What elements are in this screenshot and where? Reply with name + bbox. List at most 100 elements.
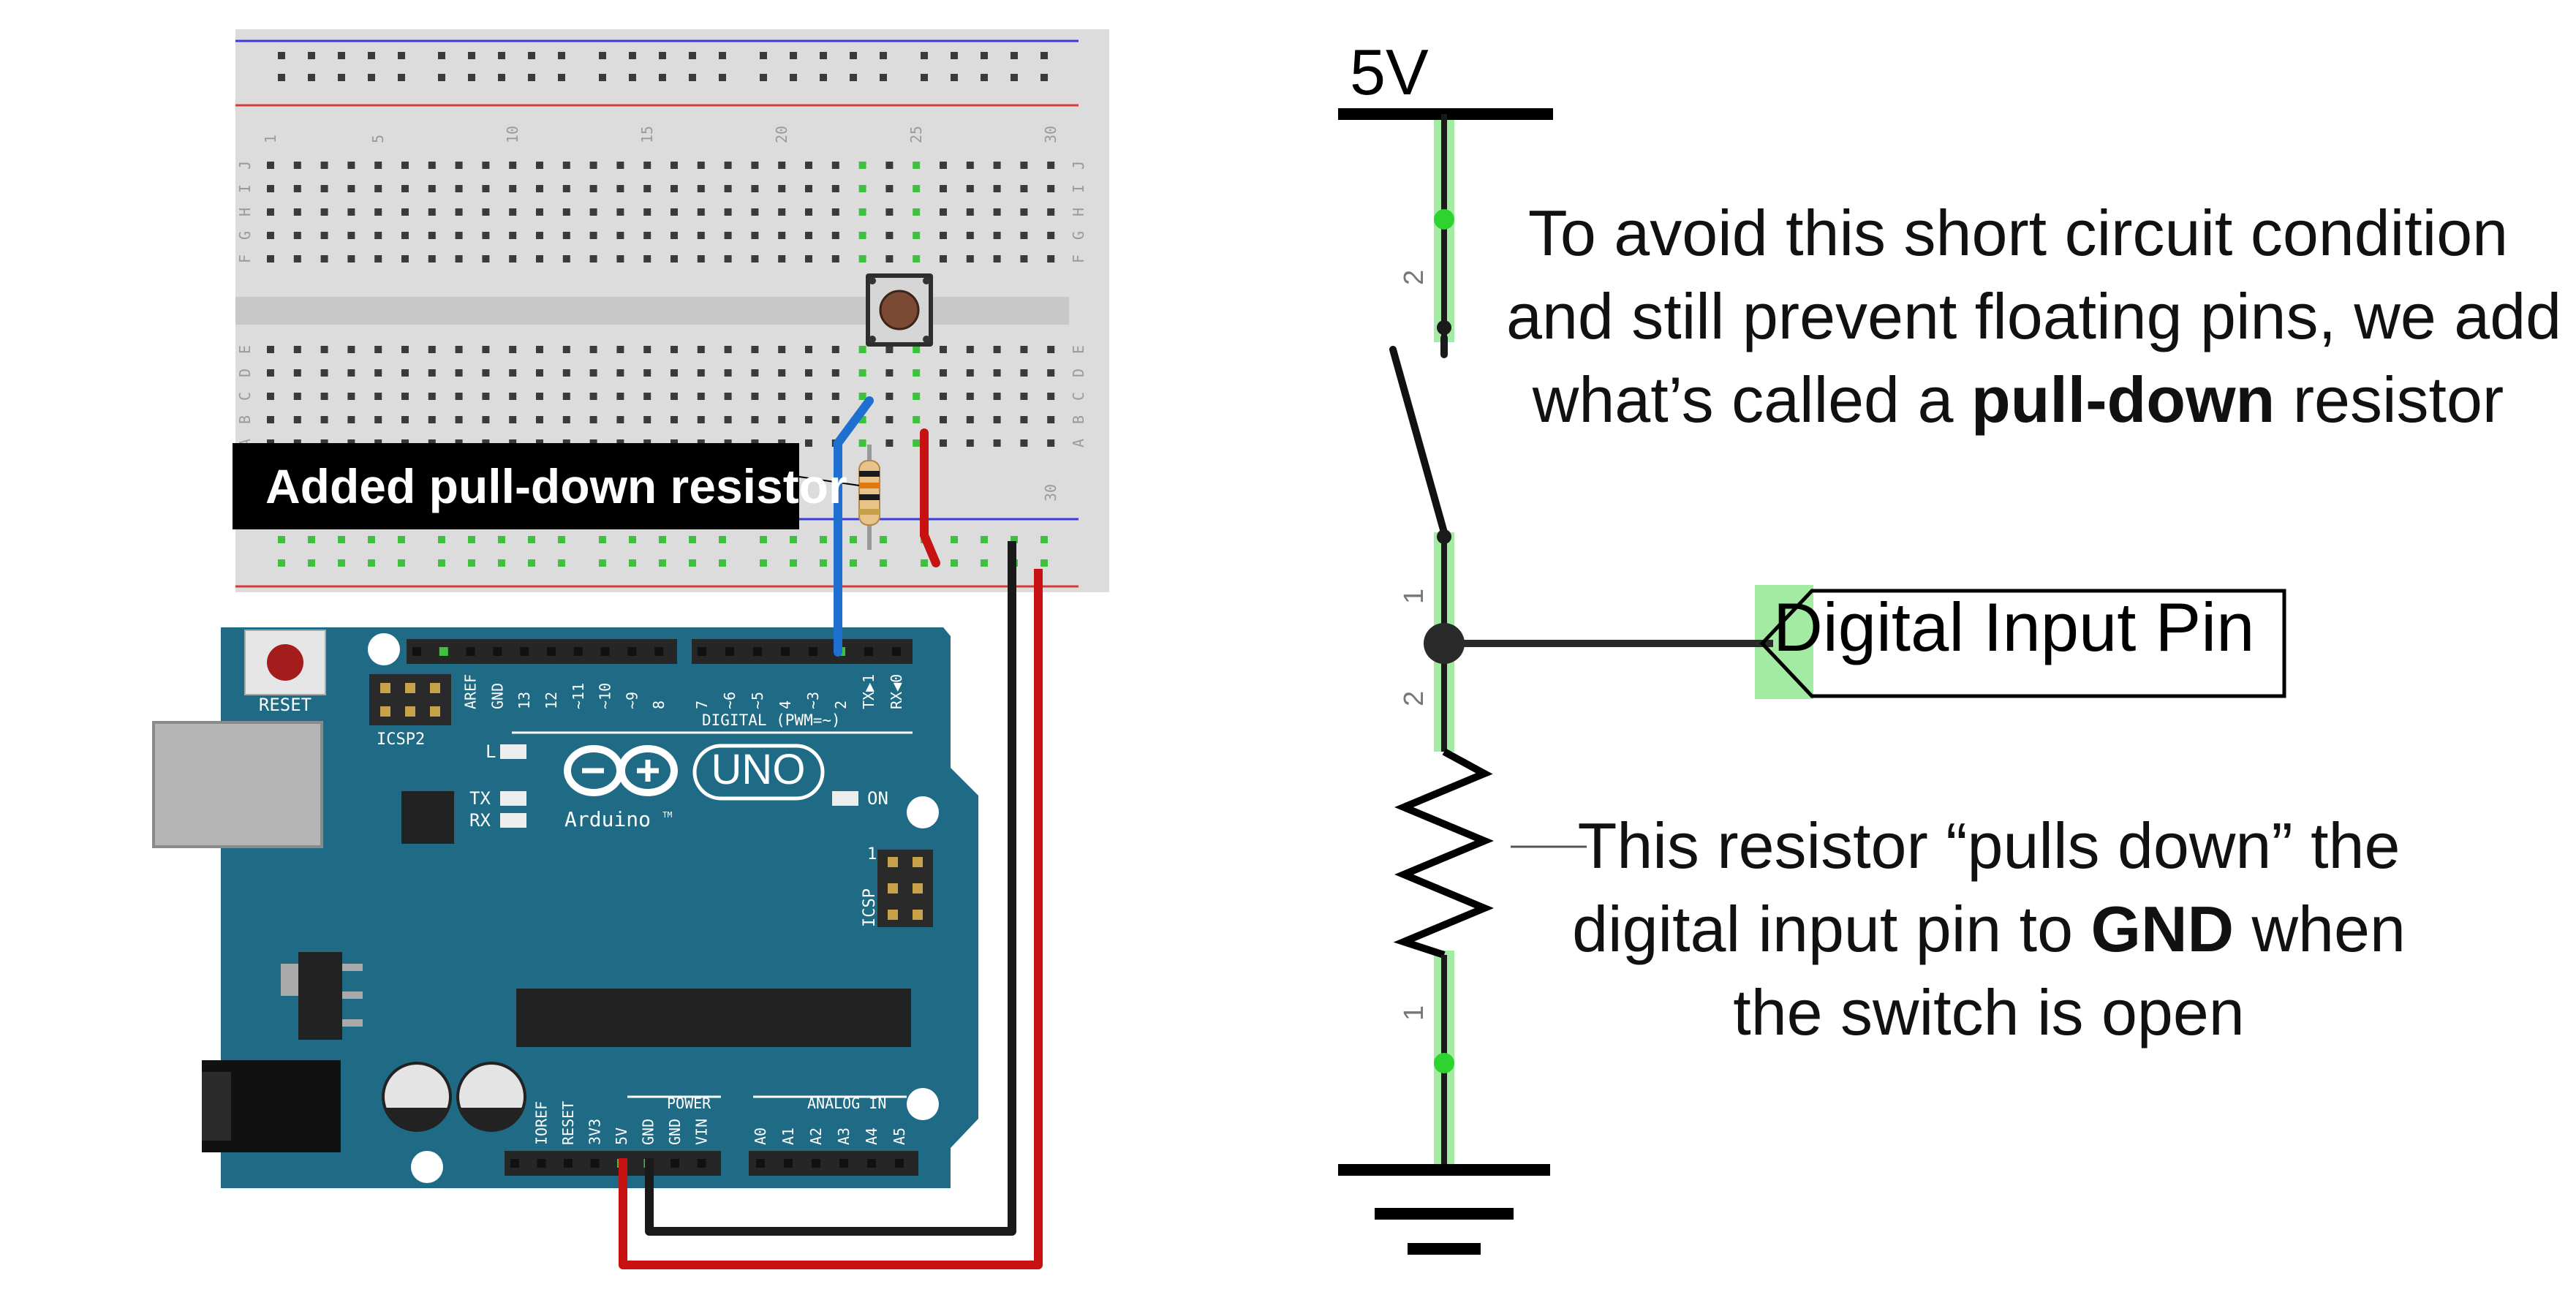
breadboard-hole [760, 536, 767, 543]
header-pin-label: 13 [515, 692, 533, 709]
breadboard-row-letter: C [1070, 392, 1087, 401]
breadboard-hole [951, 536, 958, 543]
breadboard-hole [629, 559, 636, 567]
breadboard-hole [509, 255, 517, 262]
breadboard-hole [278, 559, 285, 567]
header-pin-label: 12 [543, 692, 560, 709]
breadboard-hole [1047, 232, 1055, 239]
arduino-logo [564, 745, 678, 796]
breadboard-hole [438, 74, 445, 81]
breadboard-hole [966, 232, 974, 239]
breadboard-hole [1020, 232, 1028, 239]
breadboard-hole [913, 416, 921, 423]
breadboard-hole [558, 74, 565, 81]
header-pin [564, 1159, 573, 1168]
power-pin-label: IOREF [533, 1101, 551, 1145]
explanation-top-line3: what’s called a pull-down resistor [1506, 358, 2530, 442]
breadboard-hole [1040, 74, 1048, 81]
breadboard-hole [528, 52, 535, 59]
explanation-bottom-line1: This resistor “pulls down” the [1577, 809, 2401, 882]
node-dot [1434, 209, 1454, 230]
breadboard-hole [913, 439, 921, 447]
breadboard-hole [724, 185, 732, 192]
breadboard-hole [267, 346, 274, 353]
breadboard-hole [401, 369, 409, 377]
header-pin [697, 1159, 706, 1168]
breadboard-hole [940, 185, 947, 192]
breadboard-hole [643, 393, 651, 400]
breadboard-hole [805, 393, 812, 400]
breadboard-hole [913, 369, 921, 377]
reset-button [244, 630, 326, 695]
breadboard-hole [482, 185, 490, 192]
breadboard-labels: 15101520253030JJIIHHGGFFEEDDCCBBAA [236, 126, 1087, 502]
breadboard-hole [278, 52, 285, 59]
breadboard-hole [1047, 393, 1055, 400]
wire-red-5v [619, 569, 1043, 1269]
breadboard-hole [320, 162, 328, 169]
breadboard-hole [293, 208, 301, 216]
breadboard-hole [616, 208, 624, 216]
breadboard-hole [509, 232, 517, 239]
breadboard-hole [1020, 255, 1028, 262]
breadboard-hole [589, 416, 597, 423]
breadboard-hole [820, 74, 827, 81]
breadboard-hole [267, 255, 274, 262]
breadboard-hole [536, 416, 543, 423]
breadboard-hole [308, 536, 315, 543]
icsp-label: ICSP [861, 888, 879, 927]
microcontroller [516, 989, 911, 1047]
breadboard-hole [558, 559, 565, 567]
breadboard-hole [428, 232, 436, 239]
breadboard-hole [880, 559, 887, 567]
breadboard-hole [689, 536, 696, 543]
breadboard-hole [401, 255, 409, 262]
breadboard-hole [468, 74, 475, 81]
breadboard-hole [482, 208, 490, 216]
breadboard-hole [940, 393, 947, 400]
breadboard-hole [993, 439, 1001, 447]
breadboard-hole [338, 52, 345, 59]
breadboard-hole [1047, 369, 1055, 377]
line2-prefix: digital input pin to [1572, 893, 2091, 965]
breadboard-hole [643, 208, 651, 216]
arduino-board [221, 627, 978, 1188]
breadboard-hole [697, 346, 705, 353]
breadboard-hole [981, 559, 988, 567]
breadboard-hole [966, 162, 974, 169]
breadboard-hole [536, 393, 543, 400]
breadboard-hole [993, 369, 1001, 377]
line2-suffix: when [2234, 893, 2406, 965]
breadboard-hole [1020, 369, 1028, 377]
breadboard-hole [293, 346, 301, 353]
breadboard-hole [347, 162, 355, 169]
breadboard-hole [320, 393, 328, 400]
header-pin [590, 1159, 600, 1168]
pushbutton [866, 273, 933, 347]
breadboard-hole [689, 559, 696, 567]
led-on-label: ON [867, 788, 888, 809]
breadboard-hole [368, 74, 375, 81]
breadboard-hole [831, 162, 839, 169]
breadboard-hole [589, 185, 597, 192]
breadboard-hole [1047, 439, 1055, 447]
breadboard-hole [482, 232, 490, 239]
breadboard-resistor [858, 445, 880, 550]
breadboard-hole [401, 185, 409, 192]
breadboard-hole [455, 232, 463, 239]
header-pin [753, 647, 762, 656]
breadboard-hole [1047, 208, 1055, 216]
breadboard-hole [831, 185, 839, 192]
wires [619, 396, 1043, 1269]
breadboard-hole [831, 416, 839, 423]
usb-connector [152, 721, 323, 848]
breadboard-hole [697, 208, 705, 216]
breadboard-hole [689, 52, 696, 59]
breadboard-hole [562, 369, 570, 377]
header-pin [466, 647, 475, 656]
breadboard-hole [347, 185, 355, 192]
reset-button-cap [267, 644, 303, 681]
breadboard-hole [885, 369, 894, 377]
breadboard-hole [455, 185, 463, 192]
breadboard-hole [509, 369, 517, 377]
